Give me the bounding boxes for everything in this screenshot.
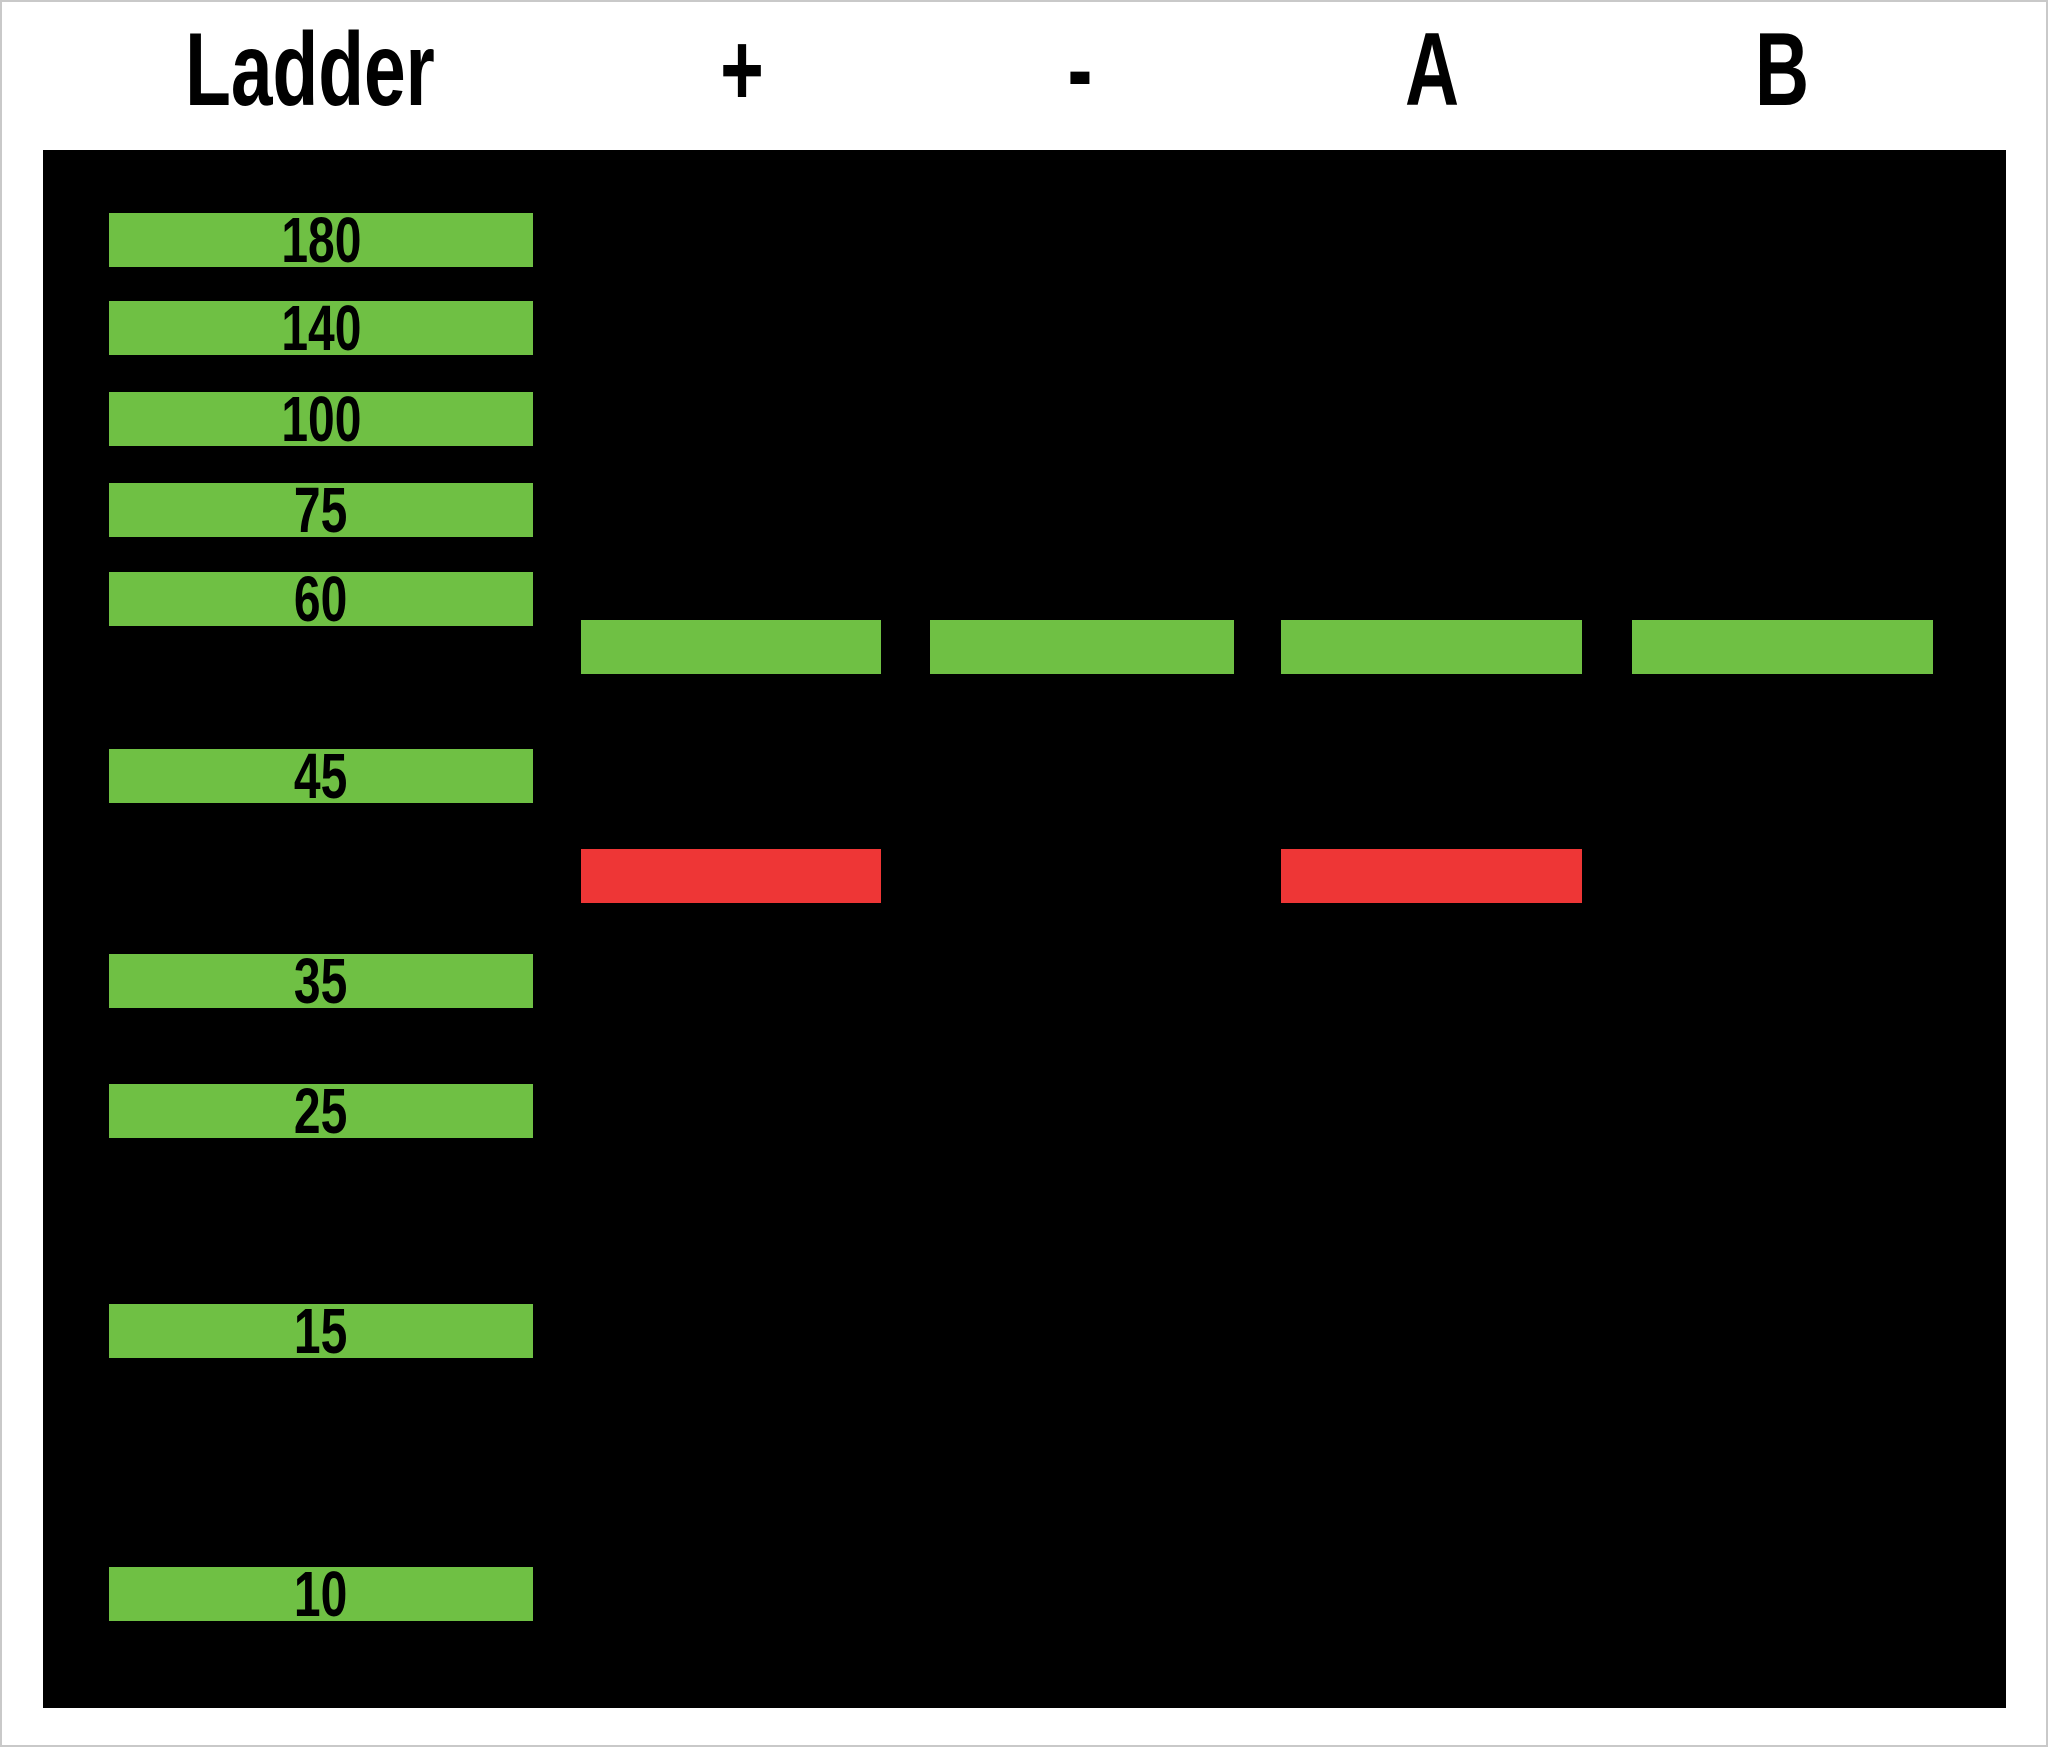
ladder-band-100: 100 bbox=[109, 387, 533, 451]
ladder-band-140: 140 bbox=[109, 296, 533, 360]
ladder-band-size-label: 25 bbox=[294, 1075, 348, 1147]
ladder-band-180: 180 bbox=[109, 208, 533, 272]
lane-label-plus: + bbox=[720, 12, 764, 128]
lane-b-band-green bbox=[1632, 620, 1933, 674]
ladder-band-10: 10 bbox=[109, 1562, 533, 1626]
lane-label-ladder: Ladder bbox=[185, 12, 435, 128]
ladder-band-size-label: 45 bbox=[294, 740, 348, 812]
ladder-band-size-label: 75 bbox=[294, 474, 348, 546]
lane-label-minus: - bbox=[1067, 12, 1093, 128]
ladder-band-60: 60 bbox=[109, 567, 533, 631]
ladder-band-45: 45 bbox=[109, 744, 533, 808]
lane-a-band-red bbox=[1281, 849, 1582, 903]
lane-label-a: A bbox=[1404, 12, 1460, 128]
lane-plus-band-red bbox=[581, 849, 881, 903]
ladder-band-size-label: 60 bbox=[294, 563, 348, 635]
lane-a-band-green bbox=[1281, 620, 1582, 674]
ladder-band-size-label: 10 bbox=[294, 1558, 348, 1630]
lane-minus-band-green bbox=[930, 620, 1234, 674]
ladder-band-25: 25 bbox=[109, 1079, 533, 1143]
ladder-band-75: 75 bbox=[109, 478, 533, 542]
ladder-band-15: 15 bbox=[109, 1299, 533, 1363]
lane-plus-band-green bbox=[581, 620, 881, 674]
ladder-band-size-label: 180 bbox=[280, 204, 362, 276]
ladder-band-size-label: 140 bbox=[280, 292, 362, 364]
ladder-band-size-label: 35 bbox=[294, 945, 348, 1017]
ladder-band-size-label: 100 bbox=[280, 383, 362, 455]
lane-label-b: B bbox=[1754, 12, 1810, 128]
gel-area: 180 140 100 75 60 45 35 25 15 10 bbox=[43, 150, 2006, 1708]
ladder-band-size-label: 15 bbox=[294, 1295, 348, 1367]
ladder-band-35: 35 bbox=[109, 949, 533, 1013]
